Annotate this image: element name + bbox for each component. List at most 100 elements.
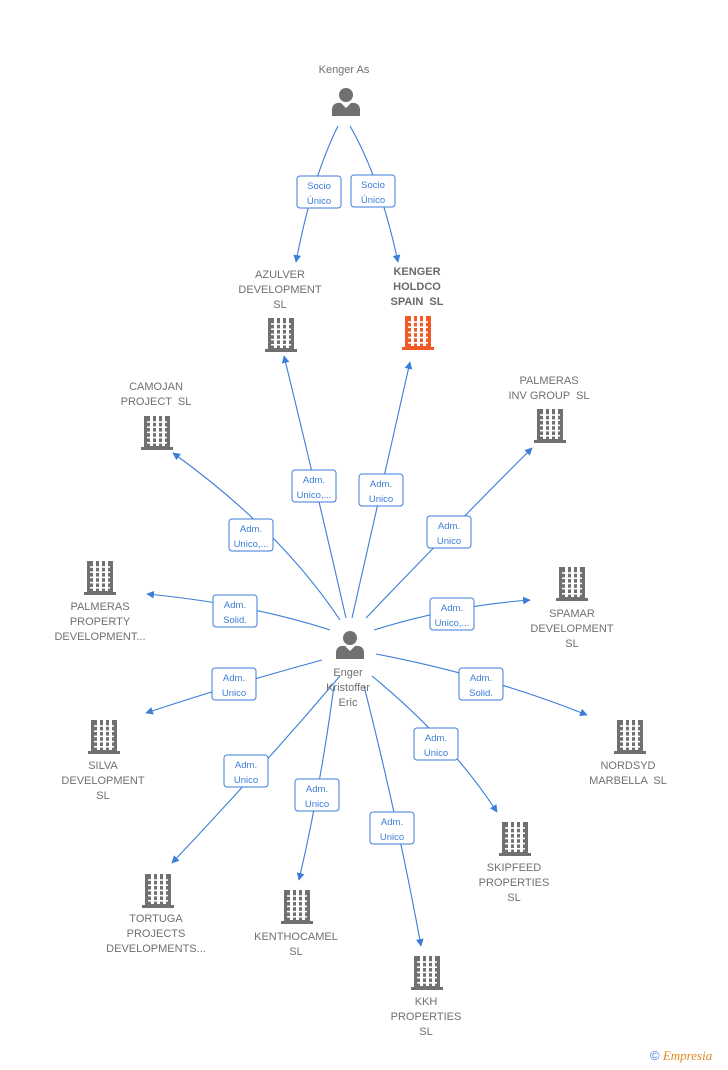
role-badge[interactable]: Adm.Unico [358,473,404,507]
node-kenger-as[interactable]: Kenger As [319,64,370,116]
edge-enger-to-kenthocamel: Adm. Unico [294,685,340,881]
role-badge-text: Unico [305,799,329,810]
node-label: DEVELOPMENT [530,623,613,635]
role-badge-box [458,667,504,701]
node-label: SL [289,946,302,958]
role-badge-box [291,469,337,503]
role-badge[interactable]: Adm. Unico [294,778,340,812]
role-badge[interactable]: Adm. Unico,... [228,518,274,552]
node-label: KENGER [393,266,440,278]
edge-enger-to-kenger_holdco: Adm.Unico [351,361,413,619]
edge-enger-to-palmeras_prop: Adm.Solid. [146,590,331,631]
nodes-layer: Kenger As AZULVER DEVELOPMENT SL KENGER HOLDC… [54,64,666,1038]
role-badge-box [228,518,274,552]
edge-enger-to-skipfeed: Adm. Unico [371,675,498,813]
role-badge[interactable]: Adm.Solid. [458,667,504,701]
edge-enger-to-palmeras_inv: Adm.Unico [365,447,533,619]
role-badge-text: Adm. [381,817,403,828]
role-badge-text: Adm. [240,524,262,535]
copyright-footer: © Empresia [650,1048,712,1064]
role-badge-text: Adm. [441,603,463,614]
node-label: CAMOJAN [129,381,183,393]
node-label: PROJECTS [127,928,186,940]
node-label: SL [507,892,520,904]
role-badge-text: Adm. [223,673,245,684]
role-badge-text: Adm. [438,521,460,532]
role-badge-text: Unico [380,832,404,843]
role-badge[interactable]: Adm.Unico [426,515,472,549]
person-icon [336,631,364,659]
role-badge[interactable]: Adm. Unico [211,667,257,701]
role-badge-text: Unico,... [297,490,332,501]
role-badge[interactable]: Adm. Unico [413,727,459,761]
role-badge-text: Unico,... [435,618,470,629]
node-palmeras-prop[interactable]: PALMERASPROPERTYDEVELOPMENT... [54,561,146,643]
node-label: SPAMAR [549,608,595,620]
role-badge-text: Unico [424,748,448,759]
node-label: PROPERTIES [479,877,550,889]
edge-enger-to-spamar: Adm. Unico,... [373,596,531,631]
node-label: SL [565,638,578,650]
role-badge-text: Adm. [306,784,328,795]
node-label: SL [273,299,286,311]
role-badge[interactable]: Adm. Unico [369,811,415,845]
edge-enger-to-kkh: Adm. Unico [363,685,424,947]
node-label: HOLDCO [393,281,441,293]
role-badge-text: Adm. [425,733,447,744]
role-badge-box [223,754,269,788]
building-icon [141,416,173,450]
building-icon [281,890,313,924]
role-badge-text: Socio [307,181,331,192]
role-badge-text: Unico [222,688,246,699]
role-badge[interactable]: Adm.Unico,... [291,469,337,503]
edge-enger-to-tortuga: Adm. Unico [171,675,341,864]
role-badge-text: Único [361,195,385,206]
node-label: SL [96,790,109,802]
node-azulver[interactable]: AZULVER DEVELOPMENT SL [238,269,322,352]
role-badge-box [426,515,472,549]
edge-enger-to-azulver: Adm.Unico,... [281,355,347,619]
node-spamar[interactable]: SPAMAR DEVELOPMENT SL [530,567,614,650]
role-badge[interactable]: Adm. Unico,... [429,597,475,631]
role-badge-text: Adm. [470,673,492,684]
role-badge-box [350,174,396,208]
edges-layer: SocioÚnicoSocioÚnicoAdm.Unico,...Adm.Uni… [145,125,588,947]
node-label: SL [419,1026,432,1038]
copyright-icon: © [650,1048,660,1063]
node-label: SKIPFEED [487,862,541,874]
edge-enger-to-silva: Adm. Unico [145,659,323,715]
node-label: PALMERAS [519,375,578,387]
role-badge-box [413,727,459,761]
building-icon [556,567,588,601]
edge-enger-to-nordsyd: Adm.Solid. [375,653,588,716]
node-label: DEVELOPMENT [61,775,144,787]
node-tortuga[interactable]: TORTUGAPROJECTSDEVELOPMENTS... [106,874,206,955]
role-badge[interactable]: Adm.Unico [223,754,269,788]
role-badge-text: Adm. [235,760,257,771]
role-badge[interactable]: Adm.Solid. [212,594,258,628]
building-icon [534,409,566,443]
node-label: DEVELOPMENTS... [106,943,206,955]
node-skipfeed[interactable]: SKIPFEED PROPERTIES SL [479,822,550,904]
role-badge-text: Unico,... [234,539,269,550]
node-label: DEVELOPMENT [238,284,321,296]
node-label: NORDSYD [600,760,655,772]
node-label: AZULVER [255,269,305,281]
role-badge-box [294,778,340,812]
building-icon [402,316,434,350]
person-icon [332,88,360,116]
edge-enger-to-camojan: Adm. Unico,... [172,452,341,621]
